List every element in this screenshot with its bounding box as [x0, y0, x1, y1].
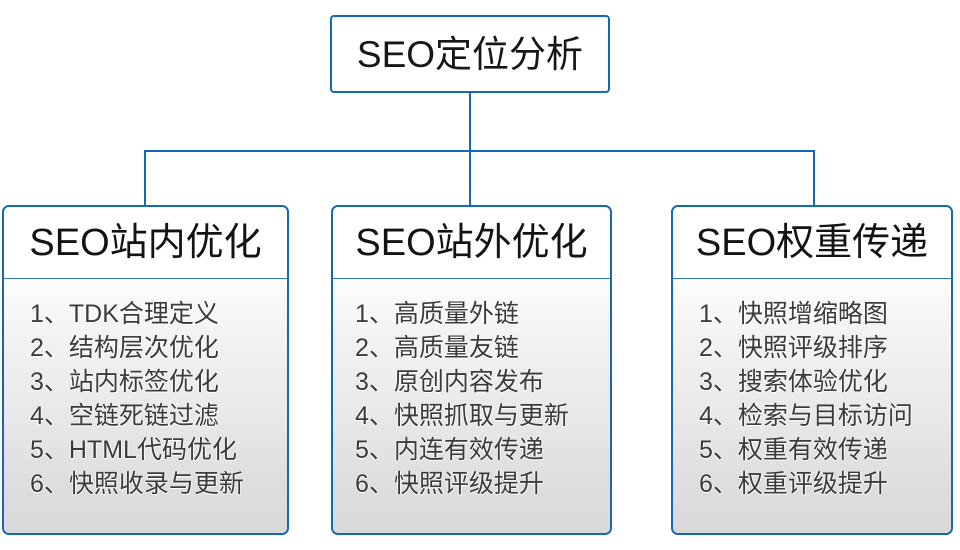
branch-card-body: 1、高质量外链 2、高质量友链 3、原创内容发布 4、快照抓取与更新 5、内连有…: [333, 279, 610, 533]
list-item: 6、权重评级提升: [699, 470, 888, 498]
branch-card-body: 1、快照增缩略图 2、快照评级排序 3、搜索体验优化 4、检索与目标访问 5、权…: [673, 279, 951, 533]
list-item: 3、搜索体验优化: [699, 368, 888, 396]
list-item: 1、高质量外链: [355, 300, 519, 328]
branch-card-seo-weight[interactable]: SEO权重传递 1、快照增缩略图 2、快照评级排序 3、搜索体验优化 4、检索与…: [671, 205, 953, 535]
branch-card-body: 1、TDK合理定义 2、结构层次优化 3、站内标签优化 4、空链死链过滤 5、H…: [4, 279, 287, 533]
connector-root-vertical: [469, 93, 471, 152]
list-item: 6、快照收录与更新: [30, 470, 244, 498]
connector-branch-right: [813, 150, 815, 206]
list-item: 4、快照抓取与更新: [355, 402, 569, 430]
branch-card-header: SEO站外优化: [333, 207, 610, 279]
branch-card-header: SEO站内优化: [4, 207, 287, 279]
list-item: 3、原创内容发布: [355, 368, 544, 396]
list-item: 2、结构层次优化: [30, 334, 219, 362]
branch-card-title: SEO站外优化: [355, 221, 588, 264]
list-item: 5、权重有效传递: [699, 436, 888, 464]
branch-card-title: SEO权重传递: [695, 221, 929, 264]
list-item: 2、快照评级排序: [699, 334, 888, 362]
list-item: 5、内连有效传递: [355, 436, 544, 464]
list-item: 1、TDK合理定义: [30, 300, 219, 328]
list-item: 5、HTML代码优化: [30, 436, 237, 464]
root-node[interactable]: SEO定位分析: [330, 15, 610, 93]
branch-card-title: SEO站内优化: [29, 221, 262, 264]
branch-card-seo-onsite[interactable]: SEO站内优化 1、TDK合理定义 2、结构层次优化 3、站内标签优化 4、空链…: [2, 205, 289, 535]
branch-card-seo-offsite[interactable]: SEO站外优化 1、高质量外链 2、高质量友链 3、原创内容发布 4、快照抓取与…: [331, 205, 612, 535]
connector-branch-middle: [469, 150, 471, 206]
list-item: 3、站内标签优化: [30, 368, 219, 396]
branch-card-header: SEO权重传递: [673, 207, 951, 279]
list-item: 4、空链死链过滤: [30, 402, 219, 430]
root-node-title: SEO定位分析: [356, 33, 584, 75]
list-item: 6、快照评级提升: [355, 470, 544, 498]
list-item: 4、检索与目标访问: [699, 402, 913, 430]
connector-horizontal-bar: [144, 150, 815, 152]
connector-branch-left: [144, 150, 146, 206]
list-item: 2、高质量友链: [355, 334, 519, 362]
list-item: 1、快照增缩略图: [699, 300, 888, 328]
